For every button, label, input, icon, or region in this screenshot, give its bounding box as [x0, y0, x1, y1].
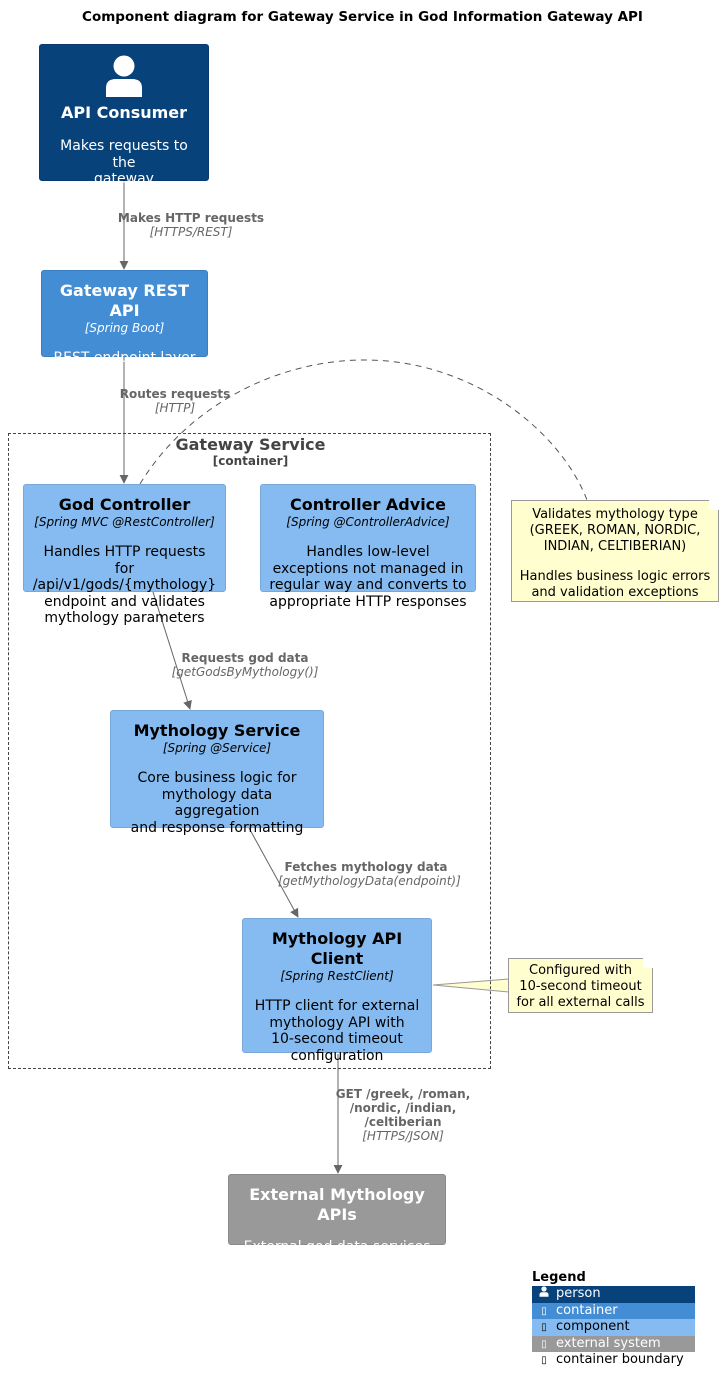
legend-item-external-system: ▯external system [532, 1335, 695, 1352]
api-consumer-person: API Consumer Makes requests to the gatew… [39, 44, 209, 187]
legend: Legend person ▯container ▯component ▯ext… [532, 1270, 695, 1369]
mythology-service-description: Core business logic for mythology data a… [130, 770, 304, 836]
external-apis-name: External Mythology APIs [249, 1185, 425, 1224]
api-consumer-name: API Consumer [60, 103, 188, 122]
mythology-service-component: Mythology Service [Spring @Service] Core… [110, 710, 324, 836]
legend-item-component: ▯component [532, 1319, 695, 1336]
external-mythology-apis-system: External Mythology APIs External god dat… [228, 1174, 446, 1255]
edge-label-fetches-mythology-data: Fetches mythology data [getMythologyData… [278, 860, 461, 888]
boundary-type: [container] [212, 454, 289, 468]
mythology-service-tech: [Spring @Service] [162, 741, 272, 755]
god-controller-component: God Controller [Spring MVC @RestControll… [23, 484, 226, 626]
note-fold-corner [709, 500, 719, 510]
note-fold-corner [643, 958, 653, 968]
controller-advice-description: Handles low-level exceptions not managed… [269, 544, 467, 610]
container-boundary-icon: ▯ [541, 1355, 547, 1366]
external-apis-description: External god data services [243, 1239, 431, 1255]
gateway-rest-api-container: Gateway REST API [Spring Boot] REST endp… [41, 270, 208, 366]
container-icon: ▯ [541, 1305, 547, 1317]
god-controller-name: God Controller [58, 495, 191, 514]
gateway-rest-api-tech: [Spring Boot] [84, 321, 165, 335]
legend-title: Legend [532, 1270, 586, 1285]
edge-label-get-endpoints: GET /greek, /roman, /nordic, /indian, /c… [335, 1087, 471, 1143]
gateway-service-boundary: Gateway Service [container] [8, 433, 491, 1069]
edge-label-makes-http-requests: Makes HTTP requests [HTTPS/REST] [117, 211, 265, 239]
mythology-api-client-name: Mythology API Client [271, 929, 403, 968]
api-consumer-description: Makes requests to the gateway [60, 138, 188, 187]
controller-advice-tech: [Spring @ControllerAdvice] [286, 515, 450, 529]
component-icon: ▯ [541, 1322, 547, 1333]
person-icon [538, 1286, 550, 1304]
mythology-api-client-component: Mythology API Client [Spring RestClient]… [242, 918, 432, 1064]
validation-note: Validates mythology type (GREEK, ROMAN, … [511, 500, 719, 602]
mythology-service-name: Mythology Service [133, 721, 301, 740]
god-controller-tech: [Spring MVC @RestController] [34, 515, 215, 529]
edge-label-routes-requests: Routes requests [HTTP] [119, 387, 231, 415]
legend-item-container: ▯container [532, 1302, 695, 1319]
edge-label-requests-god-data: Requests god data [getGodsByMythology()] [171, 651, 319, 679]
controller-advice-component: Controller Advice [Spring @ControllerAdv… [260, 484, 476, 610]
legend-item-person: person [532, 1286, 695, 1303]
mythology-api-client-description: HTTP client for external mythology API w… [254, 998, 420, 1064]
external-system-icon: ▯ [541, 1338, 547, 1350]
mythology-api-client-tech: [Spring RestClient] [280, 969, 394, 983]
boundary-name: Gateway Service [175, 435, 326, 454]
gateway-rest-api-name: Gateway REST API [59, 281, 190, 320]
diagram-title: Component diagram for Gateway Service in… [82, 9, 643, 25]
god-controller-description: Handles HTTP requests for /api/v1/gods/{… [32, 544, 217, 626]
timeout-note: Configured with 10-second timeout for al… [508, 958, 653, 1013]
gateway-rest-api-description: REST endpoint layer [53, 350, 196, 366]
person-icon [106, 55, 142, 97]
controller-advice-name: Controller Advice [289, 495, 447, 514]
legend-item-container-boundary: ▯container boundary [532, 1352, 695, 1369]
